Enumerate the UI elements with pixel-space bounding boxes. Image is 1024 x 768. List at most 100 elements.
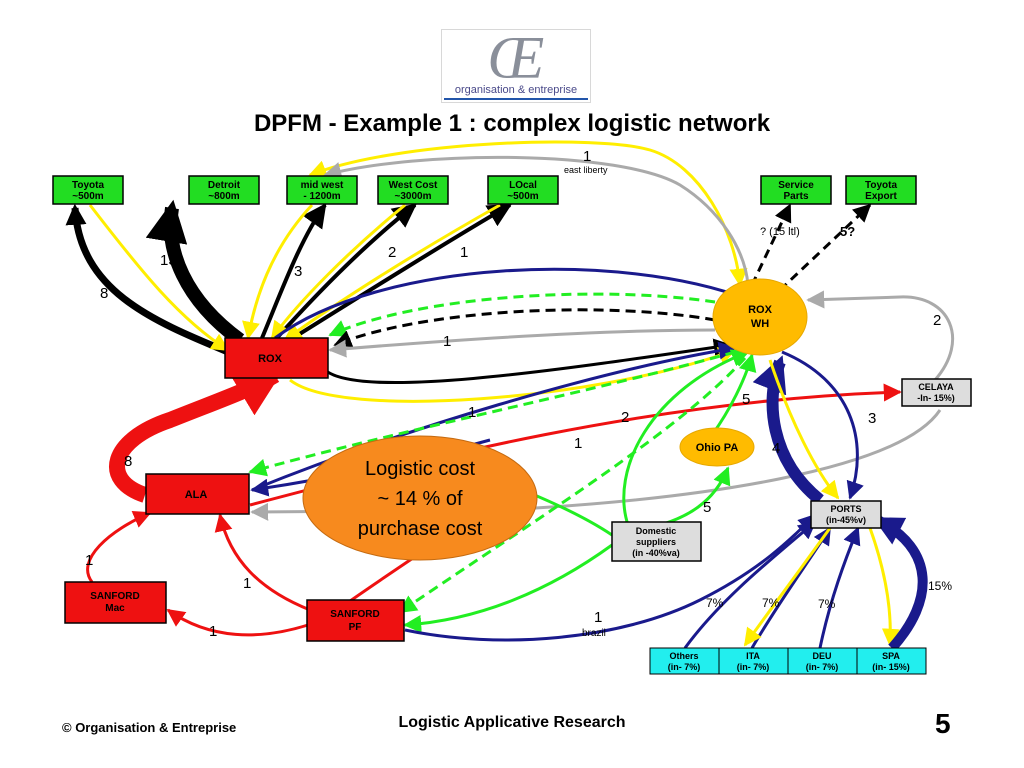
label-brazil: brazil (582, 628, 606, 639)
edge-roxwh-ports-yellow (768, 359, 840, 500)
label-1-top: 1 (583, 148, 591, 165)
label-1-dashed: 1 (468, 404, 476, 421)
edge-spa-ports-navy-thick (872, 515, 928, 652)
node-toyota: Toyota ~500m (52, 175, 124, 205)
node-others-line2: (in- 7%) (668, 662, 701, 672)
edge-ohio-roxwh-green (710, 353, 757, 436)
node-midwest: mid west - 1200m (286, 175, 358, 205)
node-toyota-export: Toyota Export (845, 175, 917, 205)
node-toyota-line2: ~500m (72, 191, 104, 202)
node-domestic-line3: (in -40%va) (632, 548, 680, 558)
edge-pf-ports-brazil-navy (404, 513, 817, 642)
label-pct-ita: 7% (762, 596, 780, 610)
label-1-brazil: 1 (594, 609, 602, 626)
edge-ala-roxwh-navy (251, 341, 737, 492)
node-local-line1: LOcal (509, 180, 537, 191)
label-pct-deu: 7% (818, 597, 836, 611)
node-detroit-line2: ~800m (208, 191, 240, 202)
edge-roxwh-ala-green-dashed (248, 350, 736, 477)
node-westcost-line1: West Cost (389, 180, 438, 191)
logo-underline (444, 98, 588, 100)
node-celaya: CELAYA -In- 15%) (901, 378, 972, 407)
edge-others-ports-navy (683, 520, 817, 649)
node-spa-line1: SPA (882, 651, 900, 661)
node-rox-label: ROX (258, 353, 283, 365)
node-sanford-pf-line2: PF (349, 622, 362, 633)
label-1-roxwh-rox: 1 (443, 333, 451, 350)
label-1-local: 1 (460, 244, 468, 261)
node-sanford-pf: SANFORD PF (306, 599, 405, 642)
label-pct-others: 7% (706, 596, 724, 610)
edge-roxwh-export (778, 203, 872, 292)
node-midwest-line1: mid west (301, 180, 344, 191)
edge-domestic-pf-green (403, 543, 613, 633)
footer-title: Logistic Applicative Research (398, 714, 626, 731)
node-rox-wh: ROX WH (712, 278, 808, 356)
node-ports-line1: PORTS (830, 504, 861, 514)
label-q15: ? (15 ltl) (760, 226, 800, 238)
node-celaya-line2: -In- 15%) (917, 393, 955, 403)
label-2-celaya: 2 (933, 312, 941, 329)
node-domestic-line2: suppliers (636, 537, 676, 547)
node-ohio-pa-label: Ohio PA (696, 442, 739, 454)
node-deu-line1: DEU (812, 651, 831, 661)
node-service-parts: Service Parts (760, 175, 832, 205)
edge-midwest-rox-yellow (242, 203, 314, 340)
label-3: 3 (294, 263, 302, 280)
label-3-ports: 3 (868, 410, 876, 427)
edge-roxwh-ports-navy (781, 350, 864, 500)
node-sanford-pf-line1: SANFORD (330, 609, 379, 620)
label-2-green: 2 (621, 409, 629, 426)
page-title: DPFM - Example 1 : complex logistic netw… (253, 110, 771, 137)
node-domestic-suppliers: Domestic suppliers (in -40%va) (611, 521, 702, 562)
node-ohio-pa: Ohio PA (679, 427, 755, 467)
node-toyota-line1: Toyota (72, 180, 104, 191)
label-8-toyota: 8 (100, 285, 108, 302)
node-service-parts-line2: Parts (783, 191, 808, 202)
label-13: 13 (160, 252, 177, 269)
node-local-line2: ~500m (507, 191, 539, 202)
logistic-cost-callout: Logistic cost ~ 14 % of purchase cost (302, 435, 538, 561)
edge-gray-roxwh-rox (328, 328, 716, 358)
node-domestic-line1: Domestic (636, 526, 677, 536)
callout-line1: Logistic cost (365, 458, 475, 480)
edge-roxwh-pf-green-dashed (398, 356, 747, 614)
label-1-pf-ala: 1 (243, 575, 251, 592)
edge-celaya-roxwh-gray (806, 290, 954, 381)
edge-pf-mac-red (166, 608, 309, 637)
edge-rox-toyota (65, 203, 230, 356)
node-ita: ITA (in- 7%) (718, 647, 789, 675)
edge-roxwh-service (750, 203, 792, 286)
edge-domestic-roxwh-green (622, 349, 750, 526)
node-detroit-line1: Detroit (208, 180, 241, 191)
node-sanford-mac-line1: SANFORD (90, 591, 139, 602)
node-midwest-line2: - 1200m (303, 191, 340, 202)
logo: Œ organisation & entreprise (441, 25, 591, 103)
edge-mac-ala-red (86, 511, 152, 583)
node-toyota-export-line1: Toyota (865, 180, 897, 191)
label-2-westcost: 2 (388, 244, 396, 261)
node-others-line1: Others (669, 651, 698, 661)
node-toyota-export-line2: Export (865, 191, 897, 202)
edge-deu-ports-navy (818, 526, 861, 649)
label-4: 4 (772, 440, 780, 457)
node-sanford-mac: SANFORD Mac (64, 581, 167, 624)
node-celaya-line1: CELAYA (918, 382, 954, 392)
logo-wordmark: organisation & entreprise (454, 84, 578, 96)
page-number: 5 (935, 708, 951, 739)
node-spa: SPA (in- 15%) (856, 647, 927, 675)
node-deu-line2: (in- 7%) (806, 662, 839, 672)
node-detroit: Detroit ~800m (188, 175, 260, 205)
edge-ports-spa-yellow (868, 527, 900, 647)
logo-glyph: Œ (487, 25, 545, 91)
node-westcost-line2: ~3000m (395, 191, 432, 202)
node-sanford-mac-line2: Mac (105, 603, 125, 614)
node-others: Others (in- 7%) (649, 647, 720, 675)
label-1-red: 1 (574, 435, 582, 452)
node-ita-line1: ITA (746, 651, 760, 661)
node-rox-wh-line2: WH (751, 318, 769, 330)
node-spa-line2: (in- 15%) (872, 662, 910, 672)
edge-top-yellow (308, 140, 748, 287)
node-rox-wh-line1: ROX (748, 304, 773, 316)
edge-black-dashed-top (333, 308, 716, 348)
